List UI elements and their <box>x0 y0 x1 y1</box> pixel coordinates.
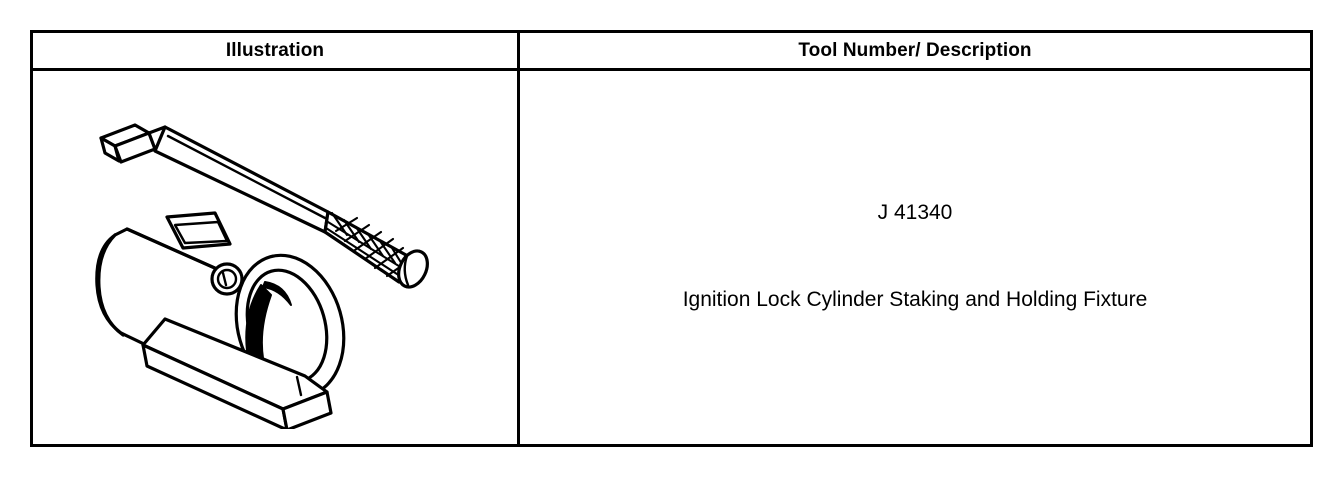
holding-fixture <box>95 211 346 429</box>
fixture-slot-edge <box>165 215 185 250</box>
fixture-set-screw-slot <box>221 271 228 287</box>
staking-punch <box>99 123 429 289</box>
special-tools-table: Illustration Tool Number/ Description <box>30 30 1313 447</box>
punch-shaft-highlight <box>166 134 327 220</box>
fixture-base-plate-front <box>141 343 289 429</box>
punch-knurl-pattern <box>324 211 409 278</box>
fixture-base-inner-edge <box>295 375 303 397</box>
fixture-top-slot-inner <box>173 220 229 245</box>
cell-tool-number-description: J 41340 Ignition Lock Cylinder Staking a… <box>520 71 1310 447</box>
ignition-lock-cylinder-staking-fixture-illustration <box>95 123 429 429</box>
punch-end-cap-inner <box>403 254 410 287</box>
table-header-row: Illustration Tool Number/ Description <box>33 33 1310 71</box>
fixture-rear-cap-edge <box>97 233 125 337</box>
fixture-set-screw-boss <box>210 262 244 296</box>
fixture-base-plate-edge-line <box>281 390 329 411</box>
column-header-illustration: Illustration <box>225 40 325 61</box>
column-header-tool-number-description: Tool Number/ Description <box>798 40 1032 61</box>
fixture-bore-shadow-upper <box>262 281 292 306</box>
tool-number: J 41340 <box>877 201 953 224</box>
header-cell-tool-number-description: Tool Number/ Description <box>520 33 1310 68</box>
tool-info-block: J 41340 Ignition Lock Cylinder Staking a… <box>520 202 1310 316</box>
fixture-set-screw-inner-ring <box>216 268 238 290</box>
tool-description: Ignition Lock Cylinder Staking and Holdi… <box>682 288 1148 311</box>
header-cell-illustration: Illustration <box>33 33 520 68</box>
table-row: J 41340 Ignition Lock Cylinder Staking a… <box>33 71 1310 447</box>
cell-illustration <box>33 71 520 447</box>
